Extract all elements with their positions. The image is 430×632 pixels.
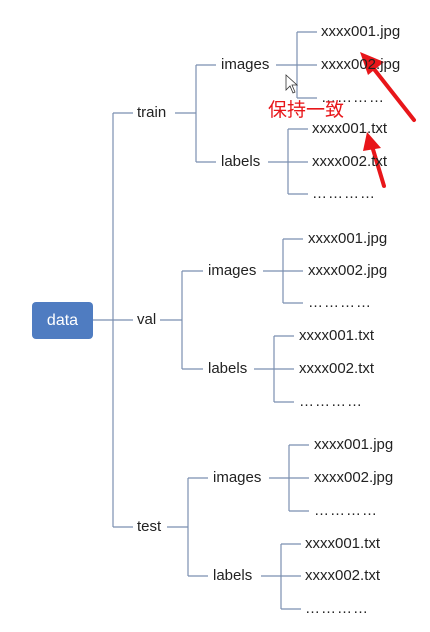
root-label: data bbox=[46, 311, 79, 329]
train-label-file-2: xxxx002.txt bbox=[312, 153, 388, 170]
test-image-file-1: xxxx001.jpg bbox=[314, 436, 394, 453]
val-connector bbox=[160, 270, 203, 370]
test-label-file-1: xxxx001.txt bbox=[305, 535, 381, 552]
val-images-folder: images bbox=[208, 262, 257, 279]
test-labels-folder: labels bbox=[213, 567, 253, 584]
val-images-connector bbox=[263, 238, 303, 304]
annotation-arrow-bottom bbox=[363, 132, 386, 188]
train-images-connector bbox=[276, 31, 317, 99]
val-labels-connector bbox=[254, 335, 294, 403]
val-labels-folder: labels bbox=[208, 360, 248, 377]
val-label-file-1: xxxx001.txt bbox=[299, 327, 375, 344]
train-labels-connector bbox=[268, 128, 308, 195]
val-image-file-2: xxxx002.jpg bbox=[308, 262, 388, 279]
test-image-file-2: xxxx002.jpg bbox=[314, 469, 394, 486]
annotation-text: 保持一致 bbox=[268, 100, 345, 121]
test-labels-connector bbox=[261, 543, 301, 610]
train-labels-folder: labels bbox=[221, 153, 261, 170]
test-image-file-more: ………… bbox=[314, 502, 378, 519]
split-val: val bbox=[137, 311, 157, 328]
val-image-file-1: xxxx001.jpg bbox=[308, 230, 388, 247]
test-connector bbox=[167, 477, 208, 577]
train-image-file-2: xxxx002.jpg bbox=[321, 56, 401, 73]
test-images-folder: images bbox=[213, 469, 262, 486]
val-label-file-2: xxxx002.txt bbox=[299, 360, 375, 377]
root-node: data bbox=[32, 302, 93, 339]
train-connector bbox=[175, 64, 216, 163]
root-connector bbox=[93, 112, 133, 528]
train-image-file-more: ………… bbox=[321, 89, 385, 106]
train-images-folder: images bbox=[221, 56, 270, 73]
train-label-file-more: ………… bbox=[312, 185, 376, 202]
split-test: test bbox=[137, 518, 162, 535]
test-label-file-2: xxxx002.txt bbox=[305, 567, 381, 584]
train-image-file-1: xxxx001.jpg bbox=[321, 23, 401, 40]
val-label-file-more: ………… bbox=[299, 393, 363, 410]
train-label-file-1: xxxx001.txt bbox=[312, 120, 388, 137]
test-images-connector bbox=[269, 444, 309, 512]
test-label-file-more: ………… bbox=[305, 600, 369, 617]
val-image-file-more: ………… bbox=[308, 294, 372, 311]
split-train: train bbox=[137, 104, 167, 121]
annotation-arrow-top bbox=[360, 52, 416, 122]
mouse-cursor-icon bbox=[285, 74, 299, 94]
